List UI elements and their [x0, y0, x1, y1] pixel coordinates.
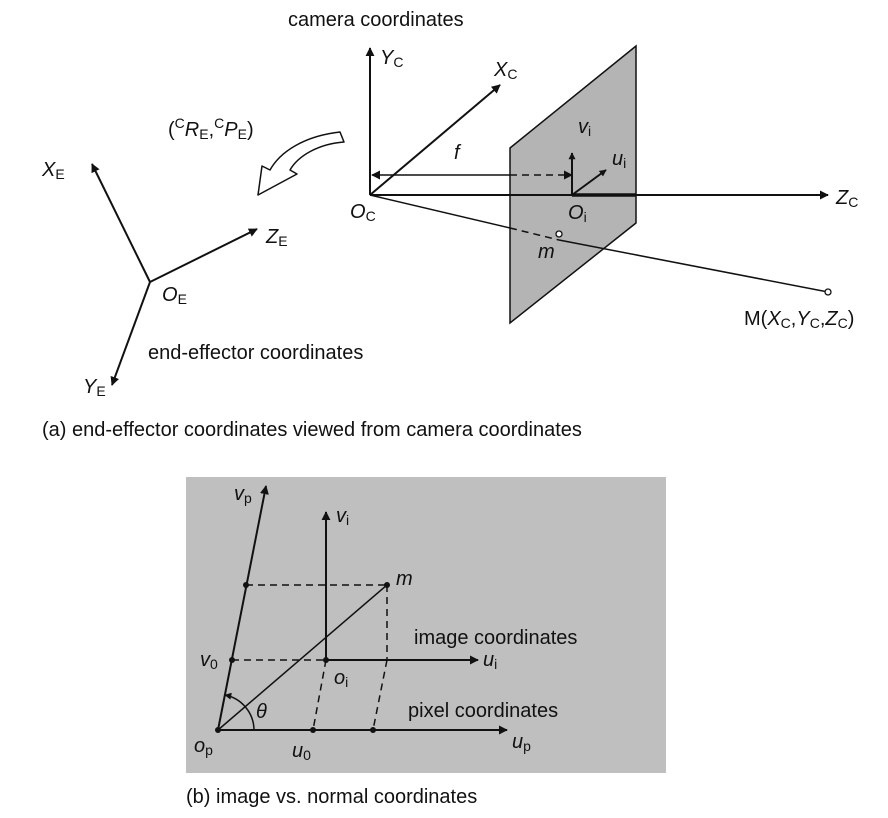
xc-axis — [369, 84, 501, 196]
m-label-top: m — [538, 241, 555, 263]
vp-label: vp — [234, 483, 252, 506]
oc-label: OC — [350, 201, 376, 224]
xe-label: XE — [41, 159, 65, 182]
theta-arc — [224, 692, 255, 731]
caption-b: (b) image vs. normal coordinates — [186, 786, 477, 808]
op-label: op — [194, 735, 213, 758]
point-u0 — [310, 727, 316, 733]
oe-label: OE — [162, 284, 187, 307]
up-label: up — [512, 731, 531, 754]
vi-label-bottom: vi — [336, 505, 349, 528]
ye-axis — [110, 281, 151, 386]
world-point-M — [824, 288, 832, 296]
vp-axis — [217, 485, 269, 731]
world-point-label: M(XC,YC,ZC) — [744, 308, 854, 331]
ui-label-top: ui — [612, 148, 626, 171]
pixel-coordinates-label: pixel coordinates — [408, 700, 558, 722]
projection-ray-dashed — [509, 227, 560, 241]
point-um — [370, 727, 376, 733]
focal-label: f — [454, 142, 462, 164]
vi-label-top: vi — [578, 116, 591, 139]
ui-label-bottom: ui — [483, 649, 497, 672]
image-point-m — [555, 230, 563, 238]
oi-label-top: Oi — [568, 202, 587, 225]
xe-axis — [91, 163, 151, 283]
image-coordinates-label: image coordinates — [414, 627, 577, 649]
ye-label: YE — [83, 376, 106, 399]
transform-arrow — [257, 131, 345, 196]
caption-a: (a) end-effector coordinates viewed from… — [42, 419, 582, 441]
yc-label: YC — [380, 47, 403, 70]
m-label-bottom: m — [396, 568, 413, 590]
projection-ray — [369, 194, 511, 229]
zc-label: ZC — [835, 187, 858, 210]
v0-label: v0 — [200, 649, 218, 672]
point-oi — [323, 657, 329, 663]
ze-label: ZE — [265, 226, 288, 249]
theta-label: θ — [256, 701, 267, 723]
op-m-line — [217, 584, 388, 731]
end-effector-label: end-effector coordinates — [148, 342, 363, 364]
u0-label: u0 — [292, 740, 311, 763]
point-vp-m — [243, 582, 249, 588]
transform-label: (CRE,CPE) — [168, 115, 254, 142]
camera-coordinates-title: camera coordinates — [288, 9, 464, 31]
ui-axis-top — [571, 169, 607, 196]
xc-label: XC — [493, 59, 517, 82]
point-op — [215, 727, 221, 733]
projection-ray-far — [558, 239, 829, 293]
image-panel — [186, 477, 666, 773]
point-m-bottom — [384, 582, 390, 588]
oi-label-bottom: oi — [334, 667, 348, 690]
point-v0 — [229, 657, 235, 663]
ze-axis — [149, 228, 258, 283]
